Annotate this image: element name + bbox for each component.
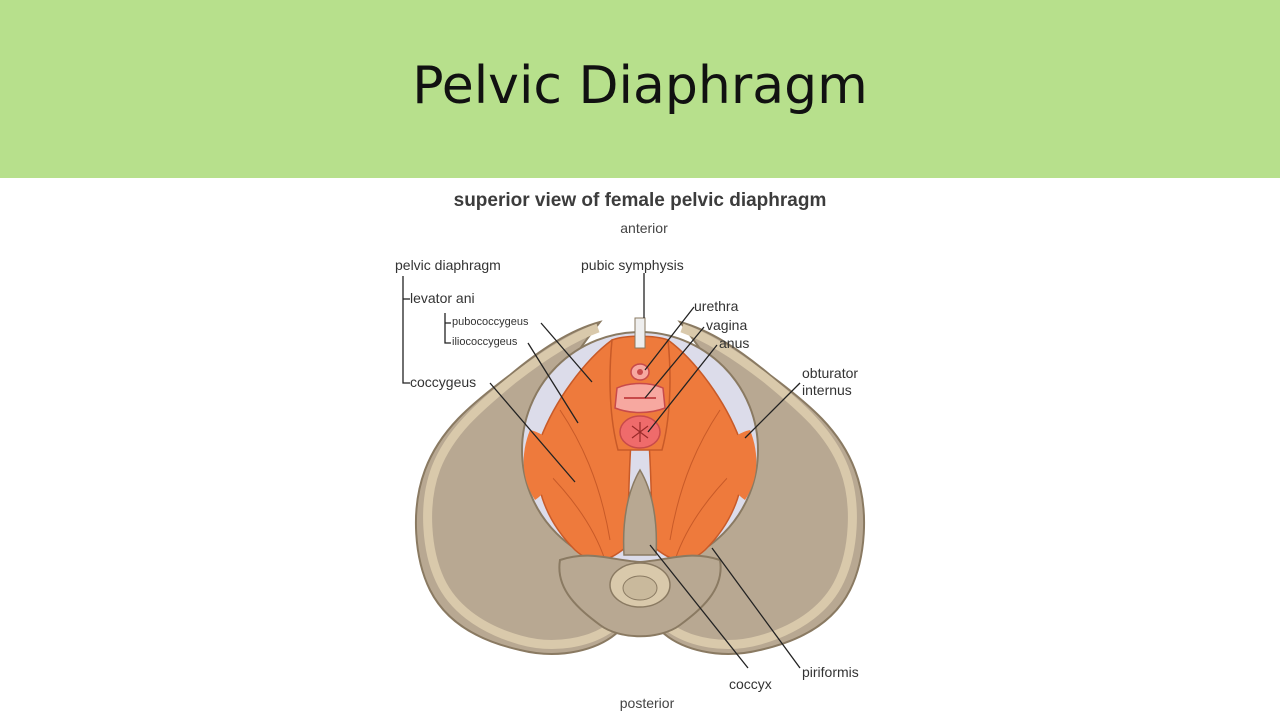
pubic-symphysis-bone — [634, 317, 646, 349]
slide-title: Pelvic Diaphragm — [412, 56, 868, 116]
levator-ani-sub-bracket — [444, 313, 451, 344]
left-obturator-patch — [523, 430, 559, 500]
orientation-anterior: anterior — [620, 220, 668, 236]
label-levator-ani: levator ani — [410, 290, 475, 306]
iliococcygeus-leader — [527, 342, 579, 424]
pubococcygeus-leader — [540, 322, 593, 383]
coccyx-leader — [649, 544, 749, 669]
right-hip-rim — [667, 323, 857, 649]
label-obturator-internus-line1: obturator — [802, 365, 859, 381]
piriformis-leader — [711, 547, 801, 669]
muscle-fibre-line — [559, 409, 611, 541]
title-band — [0, 0, 1280, 178]
label-pelvic-diaphragm: pelvic diaphragm — [395, 257, 501, 273]
muscle-fibre-line — [669, 409, 721, 541]
label-piriformis: piriformis — [802, 664, 859, 680]
coccygeus-leader — [489, 382, 576, 483]
vagina-leader — [644, 326, 705, 399]
label-urethra: urethra — [694, 298, 739, 314]
urethra-leader — [644, 306, 695, 371]
label-iliococcygeus: iliococcygeus — [452, 336, 518, 348]
leader-lines — [402, 273, 801, 669]
label-anus: anus — [719, 335, 750, 351]
label-coccygeus: coccygeus — [410, 374, 477, 390]
label-vagina: vagina — [706, 317, 748, 333]
muscle-fibre-line — [674, 469, 736, 561]
label-coccyx: coccyx — [729, 676, 772, 692]
anus-leader — [647, 344, 718, 433]
diagram-title: superior view of female pelvic diaphragm — [453, 190, 827, 211]
right-obturator-patch — [721, 430, 757, 500]
muscle-fibre-line — [544, 469, 606, 561]
coccyx-bone — [622, 468, 658, 556]
obturator-internus-leader — [744, 382, 801, 439]
orientation-posterior: posterior — [619, 695, 675, 711]
label-pubic-symphysis: pubic symphysis — [581, 257, 684, 273]
pelvic-diaphragm-bracket — [402, 276, 410, 384]
label-pubococcygeus: pubococcygeus — [452, 316, 529, 328]
left-hip-rim — [423, 323, 613, 649]
label-obturator-internus-line2: internus — [802, 382, 852, 398]
